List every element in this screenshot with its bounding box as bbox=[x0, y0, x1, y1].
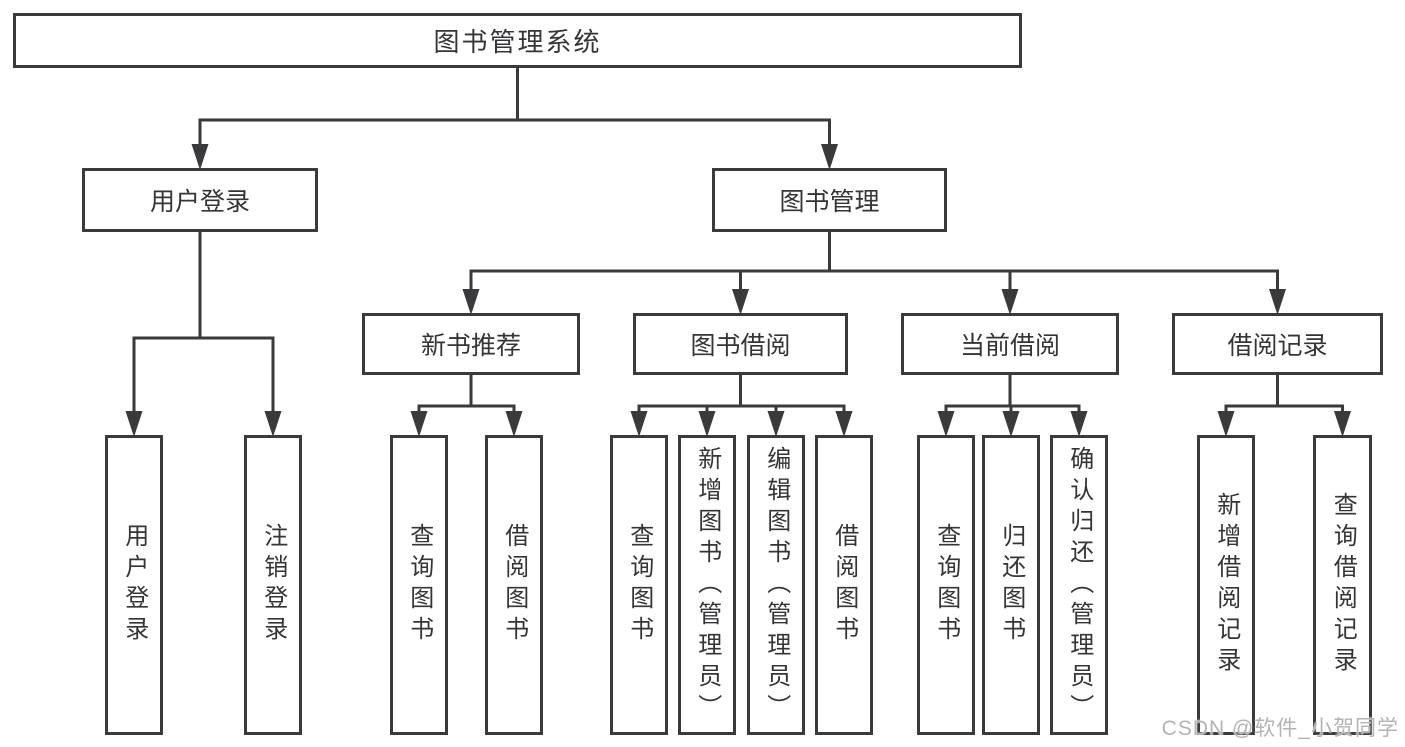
arrowhead-icon bbox=[264, 411, 282, 437]
node-label-borrowing-records: 借阅记录 bbox=[1227, 332, 1328, 360]
node-label-leaf-return-books: 归还图书 bbox=[997, 523, 1025, 647]
node-label-leaf-query-books-2: 查询图书 bbox=[625, 523, 653, 647]
node-leaf-borrow-books-1: 借阅图书 bbox=[485, 435, 543, 735]
arrowhead-icon bbox=[1334, 411, 1351, 437]
arrowhead-icon bbox=[1217, 411, 1235, 437]
arrowhead-icon bbox=[1070, 411, 1088, 437]
arrowhead-icon bbox=[1001, 289, 1019, 315]
node-label-leaf-query-borrow-record: 查询借阅记录 bbox=[1329, 492, 1357, 678]
node-leaf-query-books-3: 查询图书 bbox=[917, 435, 975, 735]
node-new-book-recommend: 新书推荐 bbox=[362, 313, 580, 375]
node-leaf-query-books-1: 查询图书 bbox=[390, 435, 448, 735]
node-leaf-user-login: 用户登录 bbox=[105, 435, 163, 735]
csdn-watermark: CSDN @软件_小贺同学 bbox=[1161, 717, 1399, 740]
node-leaf-return-books: 归还图书 bbox=[982, 435, 1040, 735]
node-label-leaf-edit-books-admin: 编辑图书（管理员） bbox=[762, 445, 790, 725]
node-label-leaf-borrow-books-2: 借阅图书 bbox=[830, 523, 858, 647]
arrowhead-icon bbox=[821, 144, 838, 170]
arrowhead-icon bbox=[505, 411, 523, 437]
node-leaf-edit-books-admin: 编辑图书（管理员） bbox=[747, 435, 805, 735]
node-label-leaf-borrow-books-1: 借阅图书 bbox=[500, 523, 528, 647]
arrowhead-icon bbox=[125, 411, 143, 437]
node-label-leaf-query-books-3: 查询图书 bbox=[932, 523, 960, 647]
node-label-leaf-query-books-1: 查询图书 bbox=[405, 523, 433, 647]
node-label-leaf-user-login: 用户登录 bbox=[120, 523, 148, 647]
arrowhead-icon bbox=[462, 289, 480, 315]
node-leaf-query-borrow-record: 查询借阅记录 bbox=[1313, 435, 1372, 735]
node-leaf-logout: 注销登录 bbox=[244, 435, 302, 735]
node-leaf-add-books-admin: 新增图书（管理员） bbox=[678, 435, 736, 735]
arrowhead-icon bbox=[191, 144, 209, 170]
node-label-leaf-logout: 注销登录 bbox=[259, 523, 287, 647]
node-current-borrowing: 当前借阅 bbox=[901, 313, 1119, 375]
node-label-user-login: 用户登录 bbox=[149, 188, 250, 216]
arrowhead-icon bbox=[630, 411, 648, 437]
node-label-book-borrowing: 图书借阅 bbox=[690, 332, 791, 360]
arrowhead-icon bbox=[767, 411, 785, 437]
node-borrowing-records: 借阅记录 bbox=[1172, 313, 1383, 375]
node-leaf-query-books-2: 查询图书 bbox=[610, 435, 668, 735]
node-book-borrowing: 图书借阅 bbox=[633, 313, 848, 375]
node-label-book-management: 图书管理 bbox=[779, 188, 880, 216]
node-user-login: 用户登录 bbox=[82, 168, 318, 232]
arrowhead-icon bbox=[1002, 411, 1020, 437]
node-leaf-borrow-books-2: 借阅图书 bbox=[815, 435, 873, 735]
arrowhead-icon bbox=[1269, 289, 1286, 315]
node-label-leaf-add-borrow-record: 新增借阅记录 bbox=[1212, 492, 1240, 678]
arrowhead-icon bbox=[698, 411, 716, 437]
node-label-leaf-confirm-return-admin: 确认归还（管理员） bbox=[1065, 445, 1093, 725]
node-label-current-borrowing: 当前借阅 bbox=[959, 332, 1060, 360]
node-label-leaf-add-books-admin: 新增图书（管理员） bbox=[693, 445, 721, 725]
arrowhead-icon bbox=[835, 411, 853, 437]
node-root: 图书管理系统 bbox=[13, 13, 1022, 68]
node-leaf-add-borrow-record: 新增借阅记录 bbox=[1197, 435, 1255, 735]
arrowhead-icon bbox=[732, 289, 749, 315]
node-book-management: 图书管理 bbox=[712, 168, 947, 232]
node-leaf-confirm-return-admin: 确认归还（管理员） bbox=[1050, 435, 1108, 735]
node-label-root: 图书管理系统 bbox=[433, 27, 602, 57]
arrowhead-icon bbox=[410, 411, 428, 437]
arrowhead-icon bbox=[937, 411, 955, 437]
node-label-new-book-recommend: 新书推荐 bbox=[420, 332, 521, 360]
